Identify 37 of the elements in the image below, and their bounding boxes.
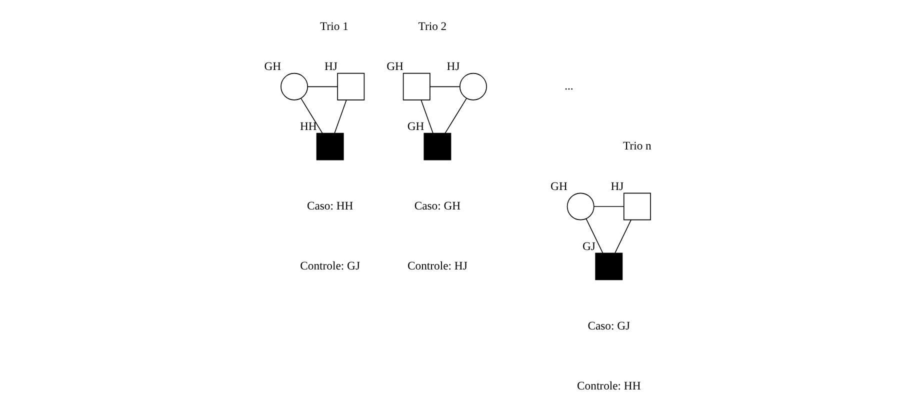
node-circle bbox=[460, 72, 487, 100]
node-label: GH bbox=[407, 120, 424, 134]
connector bbox=[444, 98, 467, 134]
node-circle bbox=[566, 192, 594, 220]
node-box bbox=[337, 72, 365, 100]
label: Caso: GJ bbox=[588, 319, 630, 332]
node-box bbox=[623, 192, 651, 220]
label: Trio 1 bbox=[320, 20, 348, 33]
label: Controle: GJ bbox=[300, 260, 360, 273]
connector bbox=[586, 218, 604, 254]
node-label: GJ bbox=[582, 240, 596, 253]
node-box bbox=[595, 252, 623, 280]
connector bbox=[307, 86, 338, 88]
node-label: GH bbox=[550, 180, 568, 194]
node-box bbox=[424, 132, 452, 160]
label: Controle: HJ bbox=[408, 260, 468, 273]
node-circle bbox=[280, 72, 308, 100]
label: Controle: HH bbox=[577, 379, 641, 392]
node-box bbox=[316, 132, 344, 160]
label: Caso: HH bbox=[306, 200, 354, 213]
node-label: HJ bbox=[324, 60, 338, 74]
label: Trio n bbox=[623, 140, 652, 153]
label: Trio 2 bbox=[418, 20, 447, 33]
connector bbox=[614, 220, 632, 254]
node-label: HJ bbox=[610, 180, 624, 194]
node-label: GH bbox=[264, 60, 282, 74]
node-label: HH bbox=[300, 120, 317, 134]
connector bbox=[300, 98, 323, 134]
connector bbox=[594, 206, 624, 207]
label: ... bbox=[564, 80, 574, 93]
connector bbox=[334, 100, 347, 134]
label: Caso: GH bbox=[414, 200, 461, 213]
node-box bbox=[402, 72, 430, 100]
node-label: GH bbox=[386, 60, 404, 74]
connector bbox=[420, 100, 434, 134]
connector bbox=[430, 86, 460, 88]
node-label: HJ bbox=[446, 60, 460, 74]
